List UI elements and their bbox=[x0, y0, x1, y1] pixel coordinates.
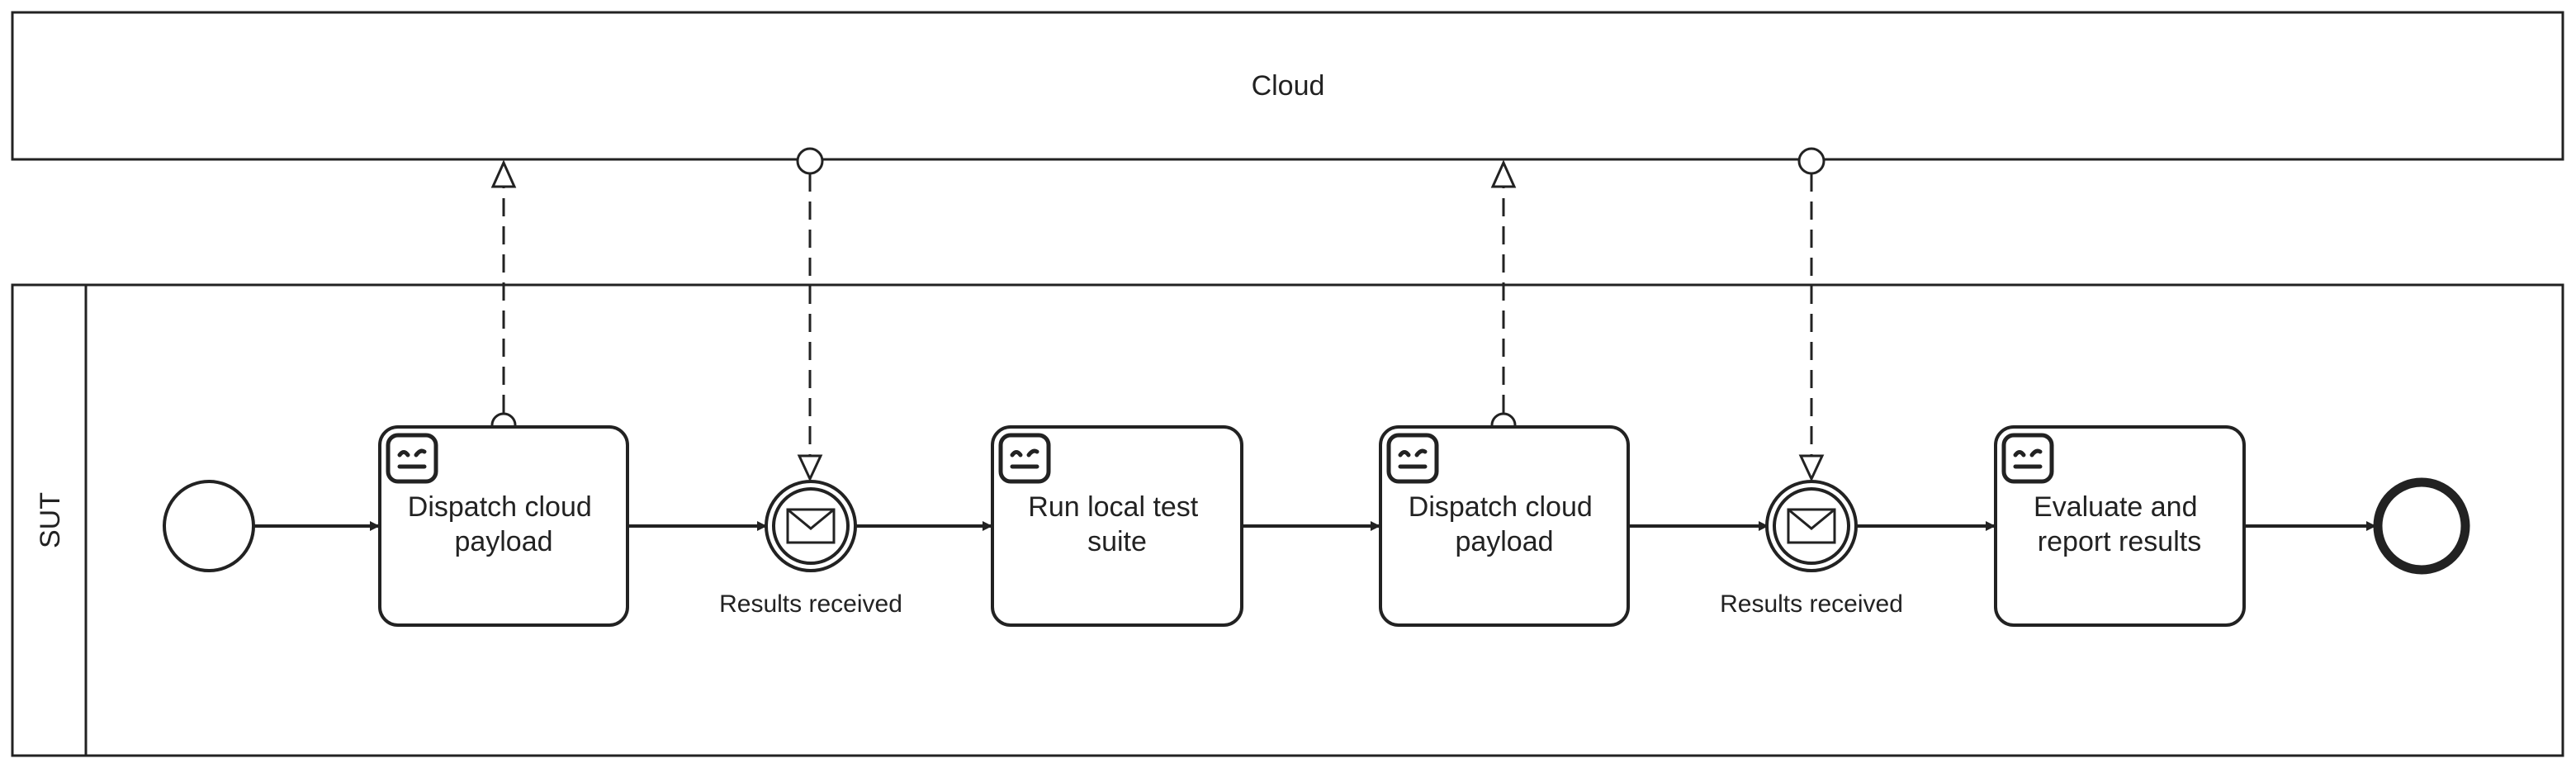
message-catch-event-2[interactable]: Results received bbox=[1720, 480, 1903, 618]
end-event[interactable] bbox=[2373, 477, 2470, 575]
task-label-line: payload bbox=[1455, 526, 1553, 557]
task-label-line: Run local test bbox=[1028, 491, 1199, 523]
pool-cloud[interactable]: Cloud bbox=[11, 11, 2564, 161]
task-label-line: Dispatch cloud bbox=[408, 491, 592, 523]
task-label-line: suite bbox=[1087, 526, 1147, 557]
event-label: Results received bbox=[1720, 590, 1903, 618]
robot-icon bbox=[1386, 433, 1439, 484]
task-dispatch-cloud-payload-1[interactable]: Dispatch cloud payload bbox=[378, 425, 629, 627]
svg-text:Run local test suite: Run local test suite bbox=[1028, 491, 1205, 557]
pool-sut-label: SUT bbox=[35, 492, 66, 548]
pool-cloud-label: Cloud bbox=[1252, 70, 1325, 102]
task-dispatch-cloud-payload-2[interactable]: Dispatch cloud payload bbox=[1379, 425, 1630, 627]
message-catch-event-1[interactable]: Results received bbox=[719, 480, 902, 618]
robot-icon bbox=[2001, 433, 2054, 484]
svg-text:Evaluate and report resu: Evaluate and report results bbox=[2034, 491, 2205, 557]
start-event[interactable] bbox=[163, 480, 255, 572]
svg-text:Dispatch cloud payload: Dispatch cloud payload bbox=[408, 491, 599, 557]
task-run-local-test-suite[interactable]: Run local test suite bbox=[991, 425, 1243, 627]
task-label-line: payload bbox=[454, 526, 552, 557]
event-label: Results received bbox=[719, 590, 902, 618]
robot-icon bbox=[998, 433, 1051, 484]
message-flow[interactable] bbox=[796, 147, 824, 482]
task-evaluate-and-report-results[interactable]: Evaluate and report results bbox=[1994, 425, 2246, 627]
task-label-line: report results bbox=[2038, 526, 2201, 557]
envelope-icon bbox=[786, 508, 836, 544]
message-flow[interactable] bbox=[1797, 147, 1825, 482]
task-label-line: Dispatch cloud bbox=[1409, 491, 1593, 523]
envelope-icon bbox=[1787, 508, 1836, 544]
robot-icon bbox=[386, 433, 438, 484]
task-label-line: Evaluate and bbox=[2034, 491, 2198, 523]
svg-text:Dispatch cloud payload: Dispatch cloud payload bbox=[1409, 491, 1600, 557]
